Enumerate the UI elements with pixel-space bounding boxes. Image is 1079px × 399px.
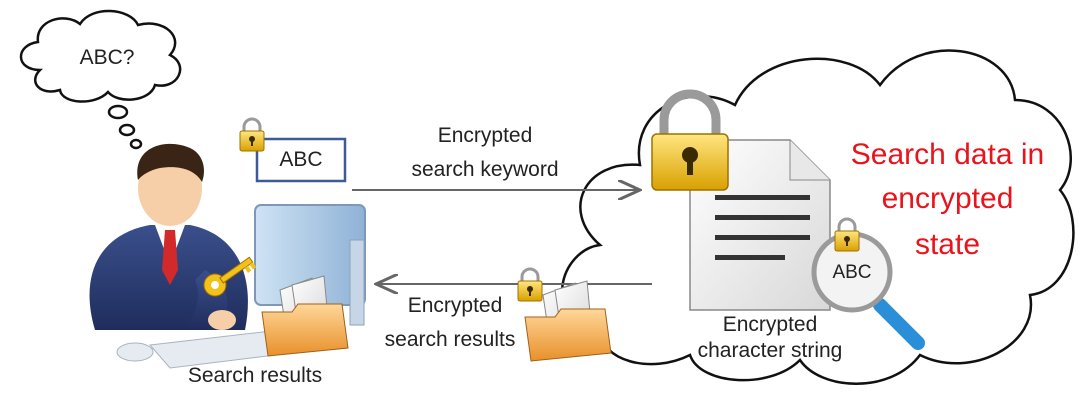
keyword-box bbox=[255, 137, 347, 183]
cloud-title-line1: Search data in bbox=[850, 138, 1045, 171]
document-label-line1: Encrypted bbox=[722, 313, 818, 336]
arrow-to-user-label-line2: search results bbox=[384, 328, 516, 351]
thought-bubble-text: ABC? bbox=[79, 46, 135, 69]
encrypted-results-folder-icon bbox=[524, 280, 612, 362]
user-illustration bbox=[89, 143, 366, 369]
magnifier-lock-icon bbox=[834, 217, 860, 252]
keyword-box-text: ABC bbox=[279, 148, 323, 171]
document-lock-icon bbox=[651, 89, 729, 191]
cloud-title-line3: state bbox=[914, 228, 981, 261]
user-caption: Search results bbox=[187, 364, 323, 387]
arrow-to-user-label-line1: Encrypted bbox=[407, 294, 503, 317]
arrow-to-cloud-label-line2: search keyword bbox=[411, 158, 559, 181]
user-results-folder-icon bbox=[261, 275, 349, 357]
results-lock-icon bbox=[517, 267, 543, 302]
magnifier-text: ABC bbox=[832, 262, 872, 283]
arrow-to-cloud-label-line1: Encrypted bbox=[437, 124, 533, 147]
cloud-title-line2: encrypted bbox=[881, 182, 1014, 215]
keyword-lock-icon bbox=[239, 117, 265, 152]
thought-bubble bbox=[19, 9, 182, 150]
document-label-line2: character string bbox=[697, 339, 843, 362]
